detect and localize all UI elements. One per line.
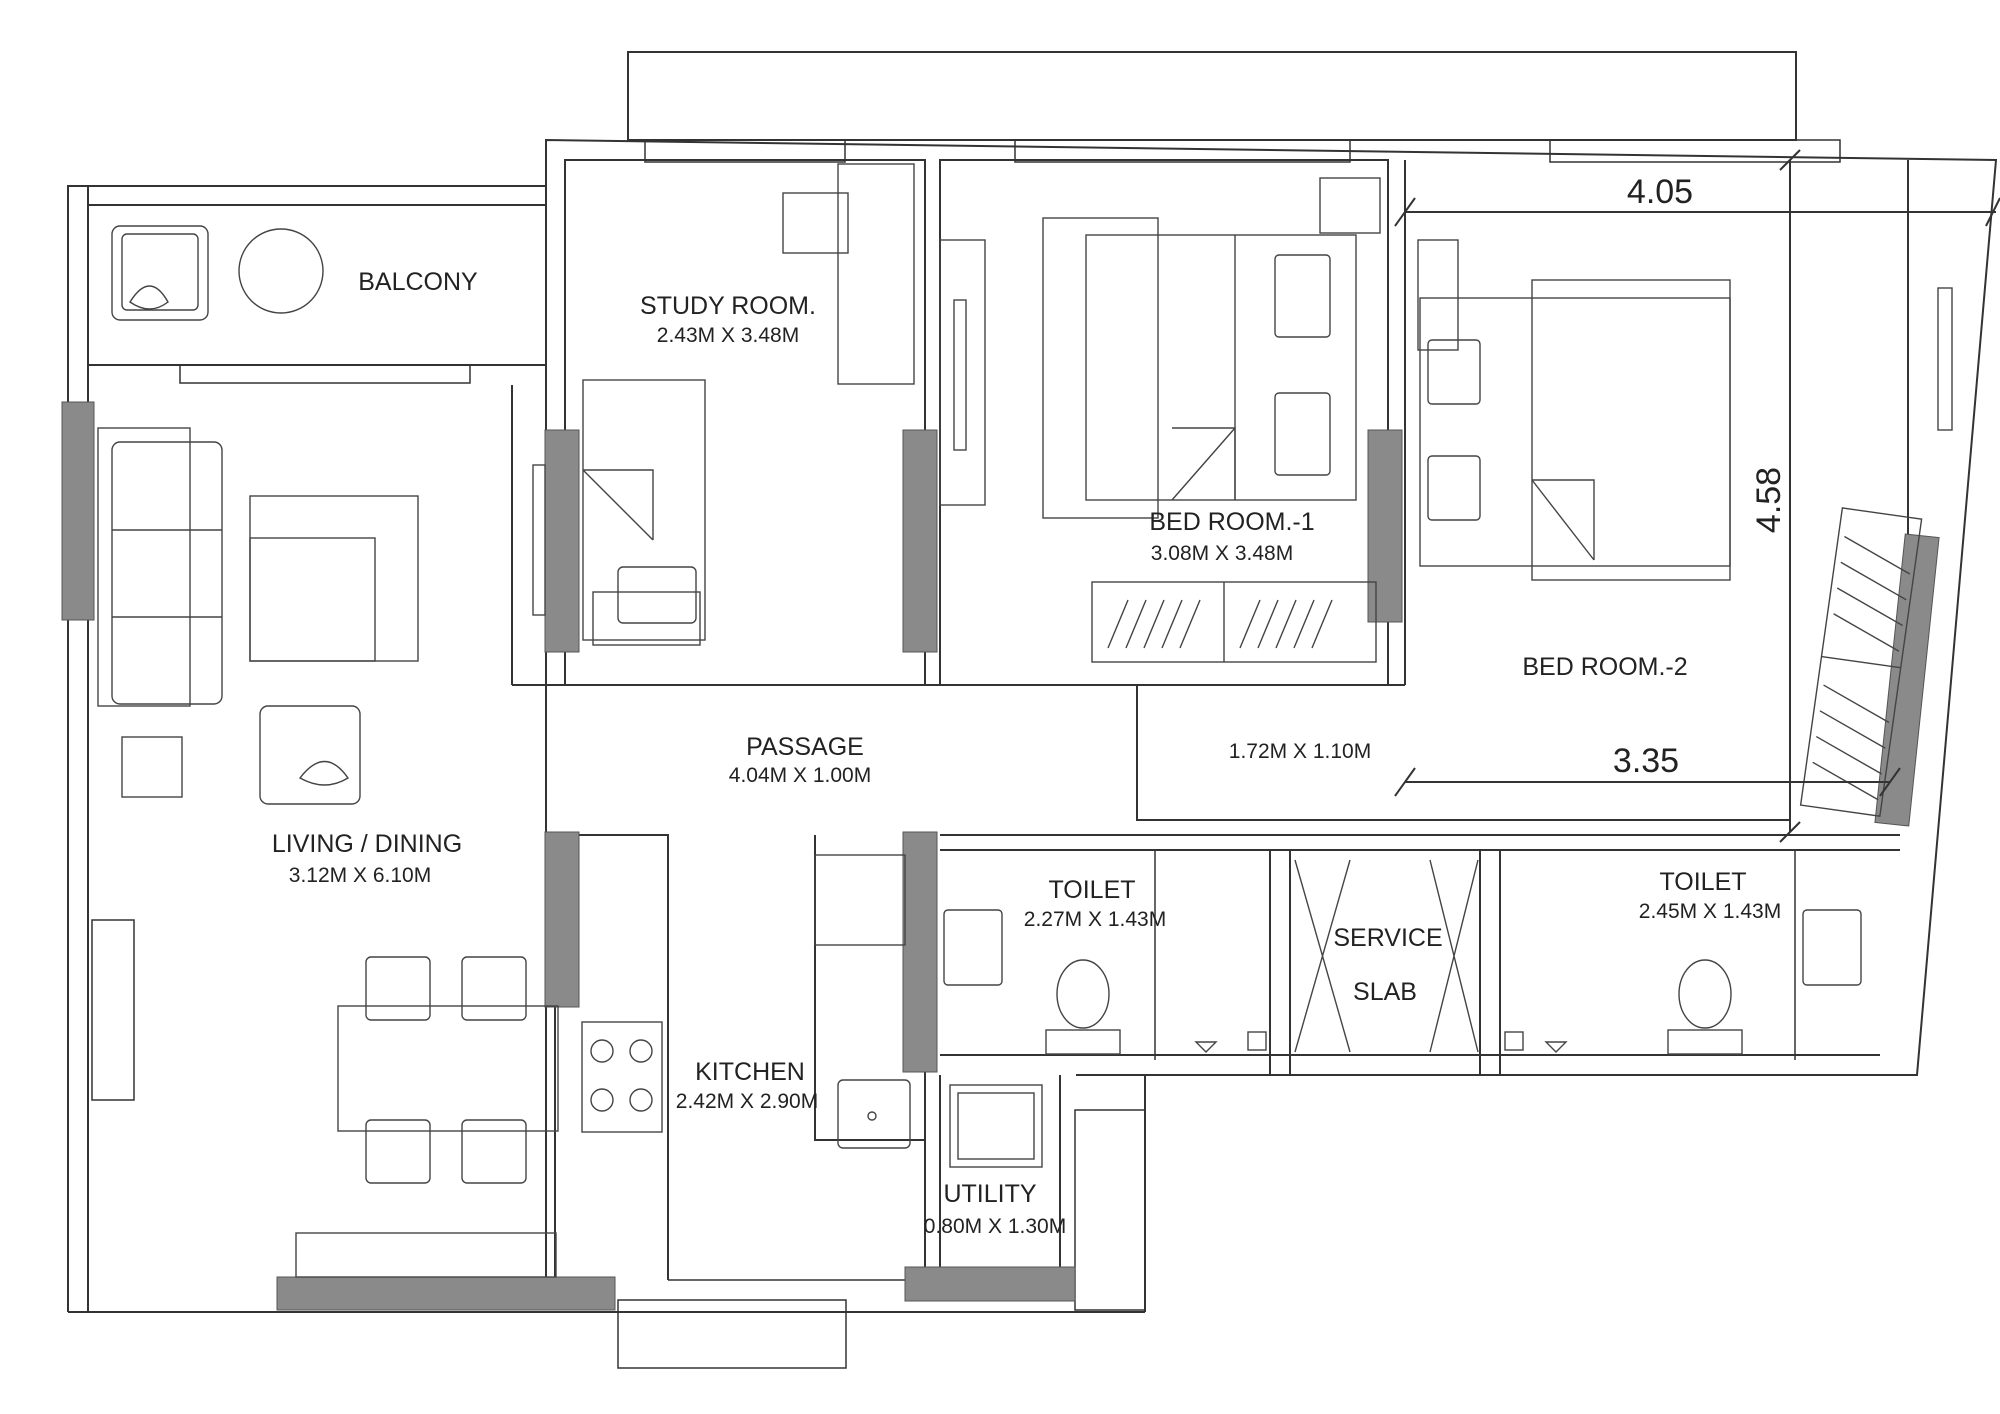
- label-kitchen-dims: 2.42M X 2.90M: [676, 1090, 818, 1113]
- dimension-lines: 4.05 4.58 3.35: [1394, 149, 2000, 843]
- bed2-furniture: [1417, 239, 1953, 817]
- label-service: SERVICE: [1333, 924, 1442, 952]
- label-balcony: BALCONY: [358, 268, 478, 296]
- label-utility: UTILITY: [943, 1180, 1036, 1208]
- doors: [61, 401, 1940, 1311]
- label-slab: SLAB: [1353, 978, 1417, 1006]
- toilet-fixtures: [943, 859, 1862, 1055]
- bed1-furniture: [939, 177, 1381, 663]
- label-study-dims: 2.43M X 3.48M: [657, 324, 799, 347]
- living-furniture: [97, 427, 559, 1278]
- door-bed2-east: [1874, 533, 1940, 827]
- label-passage: PASSAGE: [746, 733, 864, 761]
- label-bed1-dims: 3.08M X 3.48M: [1151, 542, 1293, 565]
- outer-walls: [67, 51, 1998, 1369]
- label-utility-dims: 0.80M X 1.30M: [924, 1215, 1066, 1238]
- study-furniture: [532, 163, 915, 646]
- door-living-west: [61, 401, 95, 621]
- label-study: STUDY ROOM.: [640, 292, 816, 320]
- door-utility-south: [904, 1266, 1076, 1302]
- internal-walls: [91, 159, 1909, 1281]
- label-passage2-dims: 1.72M X 1.10M: [1229, 740, 1371, 763]
- label-living-dims: 3.12M X 6.10M: [289, 864, 431, 887]
- door-bed2: [1367, 429, 1403, 623]
- label-living: LIVING / DINING: [272, 830, 462, 858]
- label-bed1: BED ROOM.-1: [1149, 508, 1314, 536]
- label-toilet1: TOILET: [1048, 876, 1135, 904]
- balcony-furniture: [111, 225, 324, 321]
- label-bed2: BED ROOM.-2: [1522, 653, 1687, 681]
- door-living-south: [276, 1276, 616, 1311]
- dim-bed2-width: 4.05: [1627, 173, 1693, 211]
- room-labels: BALCONY STUDY ROOM. 2.43M X 3.48M BED RO…: [272, 268, 1781, 1238]
- dim-bed2-depth: 4.58: [1750, 467, 1788, 533]
- door-toilet1: [902, 831, 938, 1073]
- label-passage-dims: 4.04M X 1.00M: [729, 764, 871, 787]
- dim-bed2-inner: 3.35: [1613, 742, 1679, 780]
- label-kitchen: KITCHEN: [695, 1058, 805, 1086]
- door-kitchen: [544, 831, 580, 1008]
- door-bed1: [902, 429, 938, 653]
- label-toilet2: TOILET: [1659, 868, 1746, 896]
- label-toilet1-dims: 2.27M X 1.43M: [1024, 908, 1166, 931]
- label-toilet2-dims: 2.45M X 1.43M: [1639, 900, 1781, 923]
- kitchen-furniture: [581, 854, 1043, 1168]
- door-study: [544, 429, 580, 653]
